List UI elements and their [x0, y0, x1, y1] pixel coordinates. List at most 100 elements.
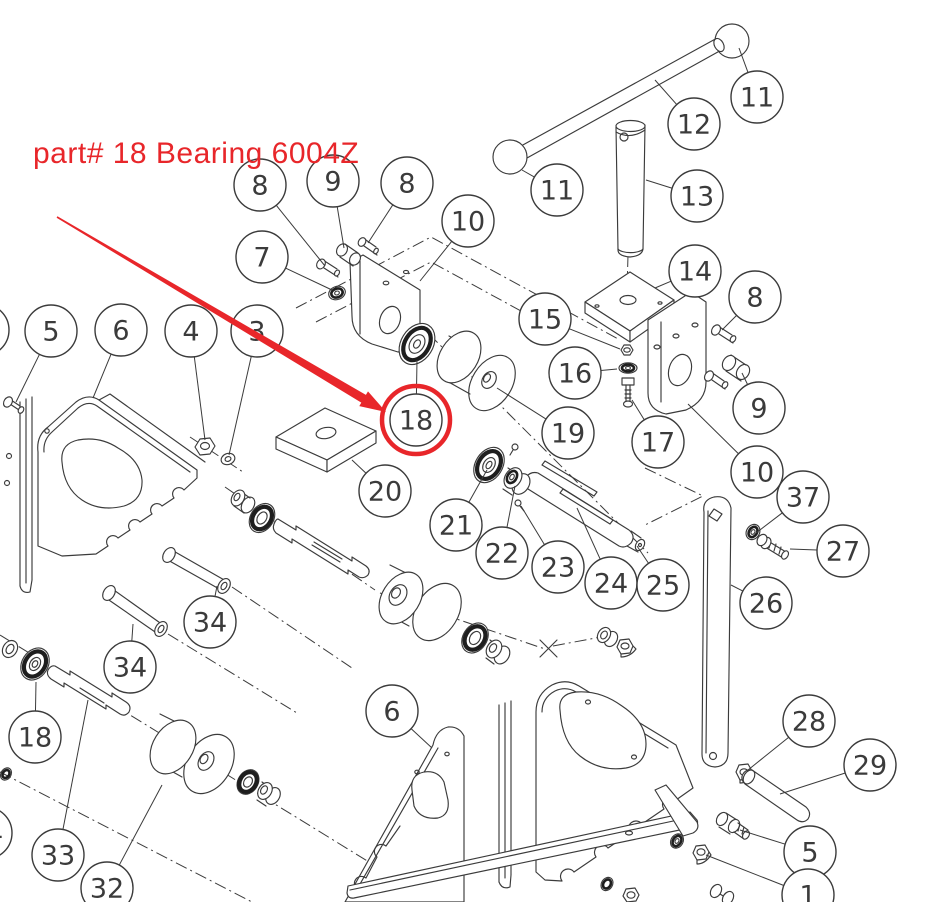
spacer-34 [154, 621, 168, 637]
key [541, 460, 598, 497]
balloon-number: 1 [799, 881, 816, 902]
balloon-33: 33 [31, 699, 89, 882]
balloon-25: 25 [636, 545, 690, 612]
balloon-number: 7 [253, 243, 270, 274]
washer-7 [328, 285, 346, 301]
balloon-28: 28 [747, 694, 836, 771]
balloon-34: 34 [0, 810, 13, 856]
balloon-number: 8 [398, 169, 415, 200]
balloon-29: 29 [779, 738, 897, 795]
balloon-9: 9 [732, 372, 786, 435]
nut-4 [194, 437, 216, 456]
balloon-number: 22 [485, 539, 519, 570]
balloon-11: 11 [521, 163, 584, 217]
washer-37 [745, 523, 761, 541]
balloon-number: 27 [826, 537, 860, 568]
balloon-37: 37 [755, 470, 830, 534]
link-arm-26 [701, 496, 732, 768]
balloon-number: 16 [558, 359, 592, 390]
balloon-13: 13 [645, 169, 724, 223]
rod-29 [741, 769, 811, 823]
balloon-20: 20 [351, 459, 412, 518]
balloon-23: 23 [520, 505, 585, 594]
balloon-18: 18 [8, 681, 62, 764]
balloon-5: 5 [739, 825, 837, 879]
balloon-3: 3 [228, 304, 284, 456]
annotation-text: part# 18 Bearing 6004Z [33, 137, 359, 170]
balloon-number: 9 [750, 394, 767, 425]
balloon-24: 24 [576, 507, 638, 610]
bolt-5b [718, 812, 738, 835]
balloon-6: 6 [92, 303, 148, 399]
balloon-6: 6 [365, 684, 433, 749]
bottom-left-shaft-assembly [0, 639, 281, 807]
washer-37-bolt-27 [745, 523, 790, 560]
balloon-number: 9 [324, 167, 341, 198]
balloon-18: 18 [389, 359, 443, 447]
bearing-18 [398, 322, 436, 366]
bottom-right-hardware [600, 763, 811, 902]
washer-3 [220, 452, 236, 466]
balloon-10: 10 [419, 194, 495, 282]
balloon-number: 18 [18, 723, 52, 754]
balloon-8: 8 [367, 156, 434, 244]
balloon-number: 29 [853, 751, 887, 782]
balloon-number: 32 [90, 874, 124, 902]
balloon-number: 12 [677, 110, 711, 141]
balloon-14: 14 [654, 244, 722, 298]
balloon-number: 34 [193, 608, 227, 639]
shaft-assembly-24 [473, 443, 646, 553]
balloon-22: 22 [475, 485, 529, 580]
balloon-21: 21 [429, 469, 488, 552]
balloon-1: 1 [705, 854, 835, 902]
shaft [272, 518, 370, 579]
left-bracket-10 [316, 237, 421, 353]
balloon-number: 6 [383, 697, 400, 728]
red-highlight-circle [379, 383, 453, 457]
balloon-number: 19 [551, 419, 585, 450]
balloon-8: 8 [233, 158, 326, 267]
balloon-number: 34 [0, 819, 3, 850]
balloon-number: 13 [680, 182, 714, 213]
balloon-27: 27 [789, 524, 870, 578]
center-pulley-stack [378, 564, 637, 665]
balloon-15: 15 [518, 292, 621, 350]
balloon-16: 16 [548, 346, 618, 400]
balloon-number: 11 [540, 176, 574, 207]
handle-assembly [492, 23, 750, 175]
red-arrow [56, 216, 386, 412]
balloon-number: 25 [646, 571, 680, 602]
balloon-number: 21 [439, 511, 473, 542]
balloon-number: 28 [792, 707, 826, 738]
bottom-side-plates [344, 681, 699, 902]
nut-15 [620, 344, 634, 356]
balloon-number: 20 [368, 477, 402, 508]
spacer-34 [217, 578, 231, 594]
set-screw-23 [514, 499, 522, 507]
balloon-number: 10 [451, 207, 485, 238]
balloon-7: 7 [235, 230, 333, 291]
balloon-number: 17 [641, 428, 675, 459]
balloon-4: 4 [164, 304, 218, 441]
balloon-number: 8 [251, 171, 268, 202]
balloon-17: 17 [631, 399, 685, 469]
shaft-33 [46, 665, 131, 716]
x-mark [539, 639, 558, 658]
balloon-number: 34 [113, 653, 147, 684]
balloon-number: 14 [678, 257, 712, 288]
balloon-number: 26 [749, 589, 783, 620]
shaft-24 [523, 471, 634, 548]
balloon-number: 6 [112, 316, 129, 347]
balloon-10: 10 [687, 403, 784, 499]
balloon-partial [0, 309, 10, 351]
ball-knob [492, 139, 528, 175]
balloon-number: 33 [41, 841, 75, 872]
balloon-5: 5 [15, 304, 78, 403]
balloon-8: 8 [721, 270, 782, 331]
balloon-number: 4 [182, 317, 199, 348]
balloon-34: 34 [103, 623, 157, 694]
balloon-19: 19 [496, 387, 595, 460]
balloon-34: 34 [183, 585, 237, 649]
